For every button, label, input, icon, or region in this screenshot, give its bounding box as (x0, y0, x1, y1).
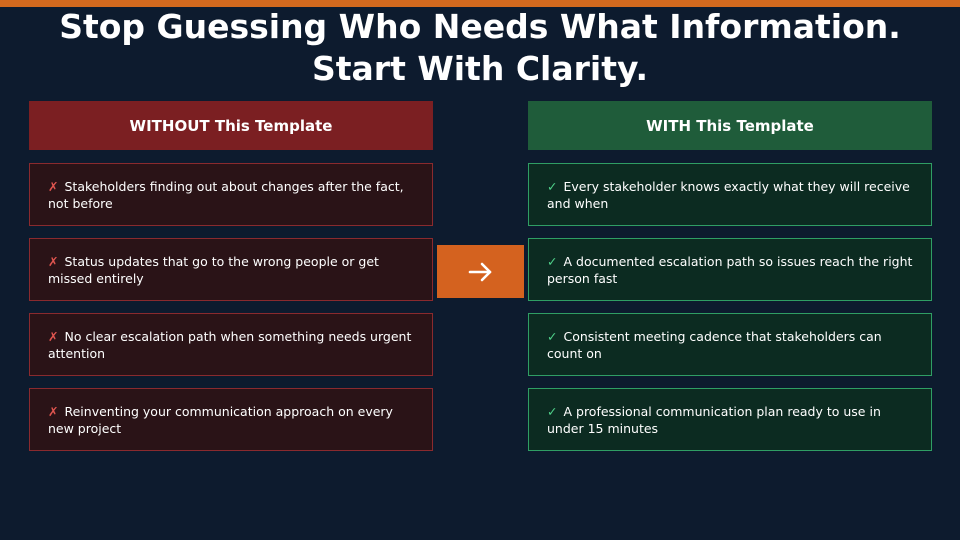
check-icon: ✓ (547, 254, 558, 269)
without-item-4: ✗Reinventing your communication approach… (29, 388, 433, 451)
cross-icon: ✗ (48, 254, 59, 269)
without-item-text: Stakeholders finding out about changes a… (48, 179, 404, 211)
slide-title: Stop Guessing Who Needs What Information… (59, 7, 901, 88)
with-item-3: ✓Consistent meeting cadence that stakeho… (528, 313, 932, 376)
without-item-text: Status updates that go to the wrong peop… (48, 254, 379, 286)
with-item-text: A documented escalation path so issues r… (547, 254, 913, 286)
without-item-text: No clear escalation path when something … (48, 329, 412, 361)
check-icon: ✓ (547, 404, 558, 419)
without-header-label: WITHOUT This Template (129, 116, 333, 135)
without-item-2: ✗Status updates that go to the wrong peo… (29, 238, 433, 301)
top-accent-bar (0, 0, 960, 7)
with-item-2: ✓A documented escalation path so issues … (528, 238, 932, 301)
check-icon: ✓ (547, 179, 558, 194)
cross-icon: ✗ (48, 329, 59, 344)
with-column-header: WITH This Template (528, 101, 932, 150)
transition-arrow (437, 245, 524, 298)
with-item-text: Every stakeholder knows exactly what the… (547, 179, 910, 211)
check-icon: ✓ (547, 329, 558, 344)
with-item-text: A professional communication plan ready … (547, 404, 881, 436)
with-header-label: WITH This Template (646, 116, 814, 135)
with-item-4: ✓A professional communication plan ready… (528, 388, 932, 451)
arrow-right-icon (468, 262, 491, 281)
with-item-1: ✓Every stakeholder knows exactly what th… (528, 163, 932, 226)
without-column-header: WITHOUT This Template (29, 101, 433, 150)
with-item-text: Consistent meeting cadence that stakehol… (547, 329, 882, 361)
without-item-1: ✗Stakeholders finding out about changes … (29, 163, 433, 226)
without-item-text: Reinventing your communication approach … (48, 404, 393, 436)
cross-icon: ✗ (48, 179, 59, 194)
without-item-3: ✗No clear escalation path when something… (29, 313, 433, 376)
cross-icon: ✗ (48, 404, 59, 419)
